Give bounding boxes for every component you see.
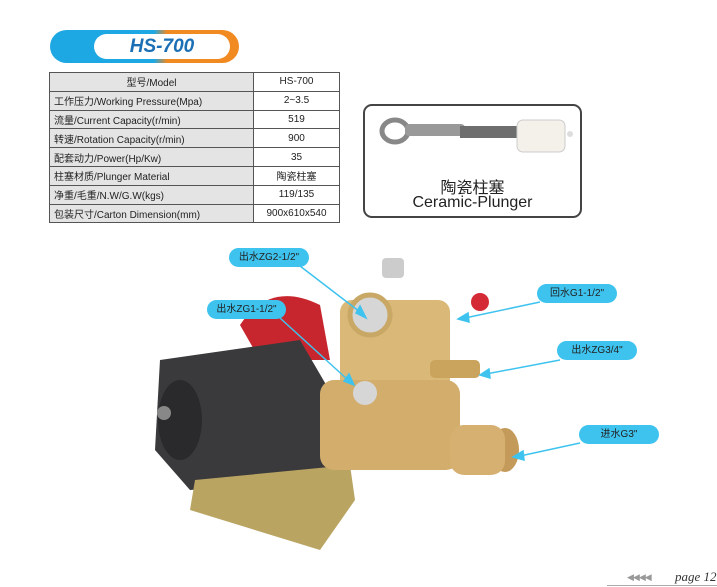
callout-outlet-zg2: 出水ZG2-1/2" — [229, 248, 309, 267]
callout-inlet: 进水G3" — [579, 425, 659, 444]
spec-label: 型号/Model — [49, 72, 254, 92]
spec-value: 35 — [253, 147, 340, 167]
footer-divider — [607, 585, 717, 586]
spec-label: 包装尺寸/Carton Dimension(mm) — [49, 203, 254, 224]
table-row: 包装尺寸/Carton Dimension(mm)900x610x540 — [49, 203, 340, 224]
spec-value: 119/135 — [253, 184, 340, 205]
callout-outlet-zg1: 出水ZG1-1/2" — [207, 300, 286, 319]
spec-value: 519 — [253, 109, 340, 130]
callout-outlet-zg34: 出水ZG3/4" — [557, 341, 637, 360]
spec-value: 陶瓷柱塞 — [253, 165, 340, 186]
plunger-label-en: Ceramic-Plunger — [412, 194, 533, 211]
spec-label: 工作压力/Working Pressure(Mpa) — [49, 90, 254, 111]
spec-label: 转速/Rotation Capacity(r/min) — [49, 128, 254, 149]
spec-value: HS-700 — [253, 72, 340, 92]
pump-image — [155, 258, 519, 550]
spec-label: 柱塞材质/Plunger Material — [49, 165, 254, 186]
model-title-banner: HS-700 — [50, 30, 239, 63]
plunger-label-cn: 陶瓷柱塞 — [440, 180, 505, 197]
table-row: 配套动力/Power(Hp/Kw)35 — [49, 147, 340, 167]
spec-label: 流量/Current Capacity(r/min) — [49, 109, 254, 130]
page-number: page 12 — [675, 569, 717, 584]
table-row: 转速/Rotation Capacity(r/min)900 — [49, 128, 340, 149]
table-row: 净重/毛重/N.W/G.W(kgs)119/135 — [49, 184, 340, 205]
spec-value: 2~3.5 — [253, 90, 340, 111]
spec-value: 900 — [253, 128, 340, 149]
plunger-image — [379, 117, 573, 153]
page-arrows-icon: ◀◀◀◀ — [627, 572, 652, 582]
spec-label: 配套动力/Power(Hp/Kw) — [49, 147, 254, 167]
spec-label: 净重/毛重/N.W/G.W(kgs) — [49, 184, 254, 205]
table-row: 流量/Current Capacity(r/min)519 — [49, 109, 340, 130]
ceramic-plunger-box: 陶瓷柱塞 Ceramic-Plunger — [363, 104, 582, 218]
spec-value: 900x610x540 — [253, 203, 340, 224]
model-title: HS-700 — [94, 34, 230, 59]
table-row: 工作压力/Working Pressure(Mpa)2~3.5 — [49, 90, 340, 111]
callout-return: 回水G1-1/2" — [537, 284, 617, 303]
